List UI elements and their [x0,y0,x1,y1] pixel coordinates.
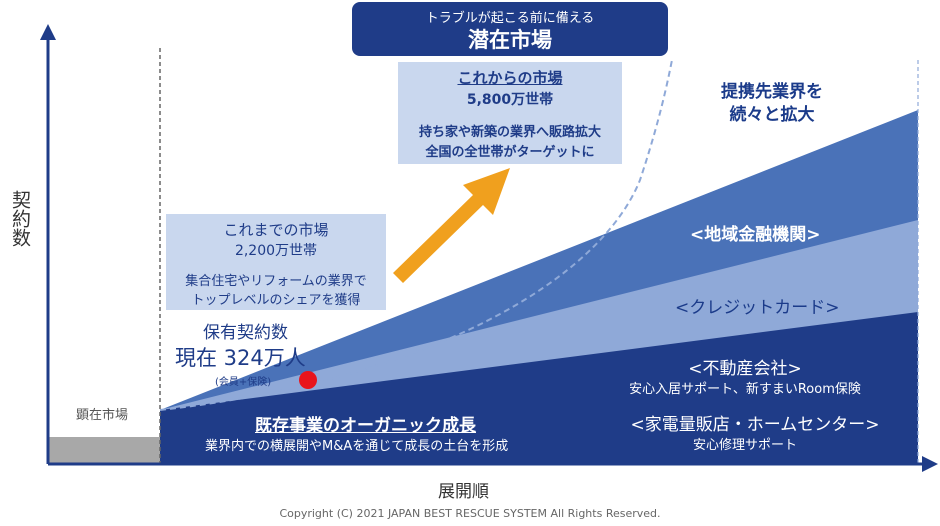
credit-card-label: <クレジットカード> [675,298,840,318]
future-market-callout: これからの市場 5,800万世帯 持ち家や新築の業界へ販路拡大 全国の全世帯がタ… [398,62,622,164]
future-market-households: 5,800万世帯 [466,92,554,108]
y-axis-label: 契約数 [9,190,31,247]
existing-business-band [160,312,918,464]
copyright-text: Copyright (C) 2021 JAPAN BEST RESCUE SYS… [279,507,661,520]
x-axis-label: 展開順 [438,482,489,502]
contracts-value: 現在 324万人 [175,346,306,370]
current-position-marker [299,371,317,389]
manifest-market-label: 顕在市場 [76,408,129,423]
future-market-line2: 全国の全世帯がターゲットに [425,145,595,160]
organic-growth-subtitle: 業界内での横展開やM&Aを通じて成長の土台を形成 [205,439,509,454]
future-market-line1: 持ち家や新築の業界へ販路拡大 [418,125,601,140]
past-market-callout: これまでの市場 2,200万世帯 集合住宅やリフォームの業界で トップレベルのシ… [166,214,386,310]
manifest-market-block [48,437,160,464]
organic-growth-title: 既存事業のオーガニック成長 [255,416,476,436]
banner-title: 潜在市場 [468,28,552,52]
partner-expansion-line2: 続々と拡大 [729,105,815,125]
growth-arrow-icon [393,168,510,283]
electronics-sub: 安心修理サポート [692,438,797,453]
latent-market-banner: トラブルが起こる前に備える 潜在市場 [352,2,668,56]
real-estate-sub: 安心入居サポート、新すまいRoom保険 [629,382,861,397]
latent-market-curve [159,59,673,411]
real-estate-label: <不動産会社> [688,359,802,379]
x-axis-arrow-icon [922,456,938,472]
past-market-line2: トップレベルのシェアを獲得 [191,293,361,308]
contracts-label: 保有契約数 [203,323,288,343]
banner-subtitle: トラブルが起こる前に備える [425,11,595,26]
past-market-heading: これまでの市場 [223,221,329,239]
contracts-note: (会員+保険) [215,377,272,388]
regional-finance-label: <地域金融機関> [690,225,821,245]
future-market-heading: これからの市場 [457,69,563,87]
y-axis-arrow-icon [40,24,56,40]
past-market-line1: 集合住宅やリフォームの業界で [185,274,367,289]
past-market-households: 2,200万世帯 [234,243,318,259]
partner-expansion-line1: 提携先業界を [721,82,823,102]
electronics-label: <家電量販店・ホームセンター> [630,415,880,435]
